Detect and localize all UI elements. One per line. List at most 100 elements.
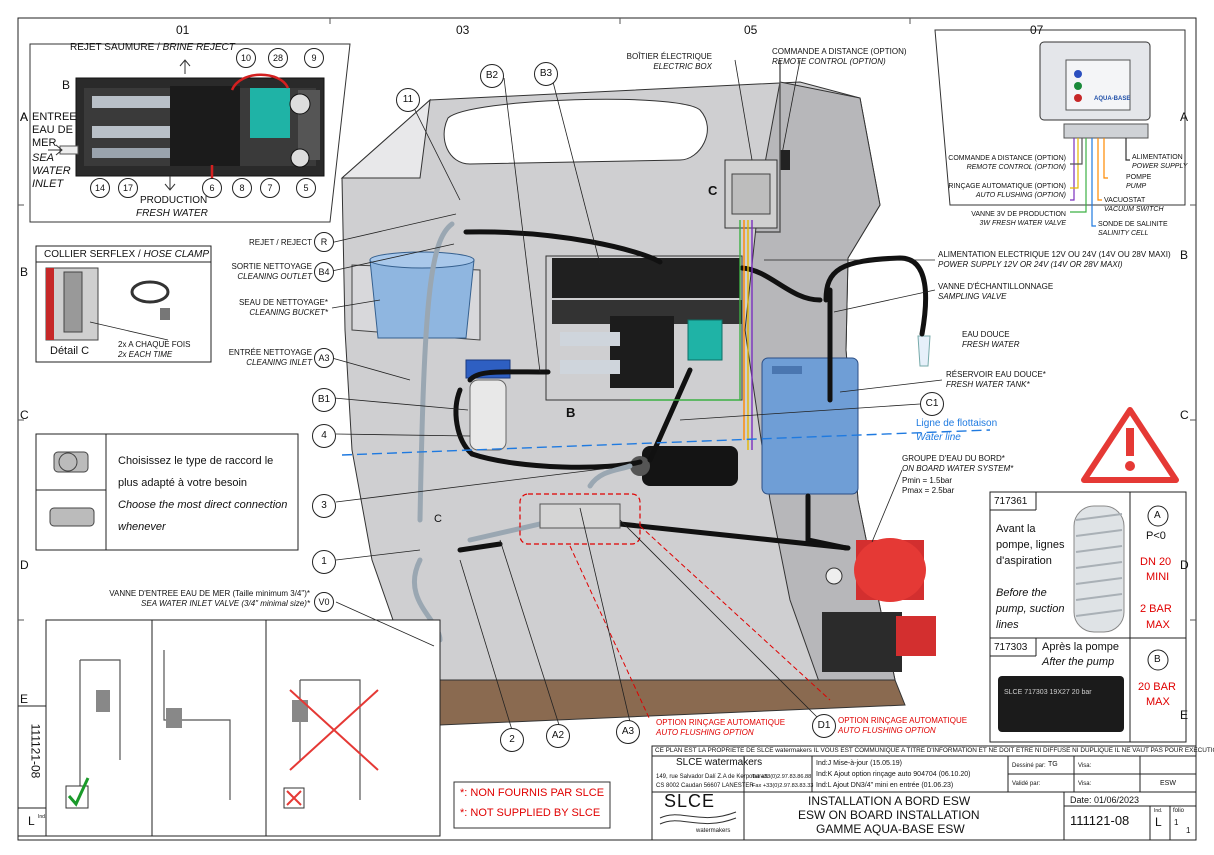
side-drawing-number: 111121-08: [28, 723, 43, 779]
d07-pump-en: PUMP: [1126, 183, 1147, 190]
flush-option-fr-1: OPTION RINÇAGE AUTOMATIQUE: [656, 718, 786, 727]
d07-pump-fr: POMPE: [1126, 174, 1152, 181]
bubble-17: 17: [118, 178, 138, 198]
bar2-line1: 2 BAR: [1140, 603, 1172, 615]
side-ind-label: Ind.: [38, 814, 47, 820]
before-fr2: pompe, lignes: [996, 539, 1065, 551]
circle-a-label: A: [1154, 510, 1161, 521]
d07-power-fr: ALIMENTATION: [1132, 154, 1183, 161]
hose-code-a: 717361: [994, 496, 1028, 507]
bubble-9: 9: [304, 48, 324, 68]
bubble-11: 11: [396, 88, 420, 112]
company-address-2: CS 8002 Caudan 56607 LANESTER: [656, 783, 754, 789]
dn20-line1: DN 20: [1140, 556, 1172, 568]
fresh-tank-fr: RÉSERVOIR EAU DOUCE*: [946, 370, 1046, 379]
bubble-a2: A2: [546, 724, 570, 748]
zone-row-d-left: D: [20, 558, 29, 572]
detail01-watermaker: [59, 73, 325, 190]
bubble-4: 4: [312, 424, 336, 448]
not-supplied-en: *: NOT SUPPLIED BY SLCE: [460, 807, 601, 819]
pressure-max: Pmax = 2.5bar: [902, 486, 955, 495]
inlet-valve-fr: VANNE D'ENTREE EAU DE MER (Taille minimu…: [109, 589, 310, 598]
bubble-v0: V0: [314, 592, 334, 612]
cleaning-outlet-en: CLEANING OUTLET: [237, 272, 312, 281]
ind-label: Ind.: [1154, 808, 1163, 814]
bubble-14: 14: [90, 178, 110, 198]
connection-fr1: Choisissez le type de raccord le: [118, 455, 274, 467]
bubble-8: 8: [232, 178, 252, 198]
slce-logo: SLCE: [664, 791, 716, 811]
folio-total: 1: [1186, 826, 1191, 835]
d07-vacuum-en: VACUUM SWITCH: [1104, 206, 1164, 213]
onboard-water-en: ON BOARD WATER SYSTEM*: [902, 464, 1014, 473]
bubble-5: 5: [296, 178, 316, 198]
zone-row-e-left: E: [20, 692, 29, 706]
bar2-line2: MAX: [1146, 619, 1170, 631]
d07-valve-fr: VANNE 3V DE PRODUCTION: [971, 211, 1066, 218]
clamp-each-fr: 2x A CHAQUE FOIS: [118, 340, 191, 349]
panel-letter-b-mid: B: [566, 405, 576, 420]
sea-inlet-fr2: EAU DE: [32, 124, 73, 136]
sea-inlet-en1: SEA: [32, 152, 55, 164]
revision-l: Ind:L Ajout DN3/4" mini en entrée (01.06…: [816, 782, 954, 789]
zone-row-b-right: B: [1180, 248, 1189, 262]
hose-print: SLCE 717303 19X27 20 bar: [1004, 689, 1092, 696]
sampling-valve-fr: VANNE D'ÉCHANTILLONNAGE: [938, 282, 1054, 291]
before-en1: Before the: [996, 587, 1047, 599]
control-box-brand: AQUA-BASE: [1094, 96, 1131, 102]
zone-row-e-right: E: [1180, 708, 1189, 722]
revision-j: Ind:J Mise-à-jour (15.05.19): [816, 760, 902, 767]
hose-code-b: 717303: [994, 642, 1028, 653]
bubble-b4: B4: [314, 262, 334, 282]
detail01-letter-a: A: [20, 110, 29, 124]
watermaker-unit: [545, 255, 743, 401]
inlet-valve-en: SEA WATER INLET VALVE (3/4" minimal size…: [141, 599, 310, 608]
bubble-6: 6: [202, 178, 222, 198]
power-supply-fr: ALIMENTATION ELECTRIQUE 12V OU 24V (14V …: [938, 250, 1171, 259]
title-line-3: GAMME AQUA-BASE ESW: [816, 822, 965, 836]
company-tel: Tel +33(0)2.97.83.86.88: [752, 774, 812, 780]
flush-option-fr-2: OPTION RINÇAGE AUTOMATIQUE: [838, 716, 968, 725]
visa-2: Visa:: [1078, 781, 1092, 787]
approved-by-label: Validé par:: [1012, 781, 1041, 787]
d07-salinity-en: SALINITY CELL: [1098, 230, 1149, 237]
zone-row-c-left: C: [20, 408, 29, 422]
bubble-b1: B1: [312, 388, 336, 412]
sea-inlet-fr1: ENTREE: [32, 111, 77, 123]
waterline-en: Water line: [916, 432, 961, 443]
bubble-1: 1: [312, 550, 336, 574]
reject-label: REJET / REJECT: [249, 238, 312, 247]
company-fax: Fax +33(0)2.97.83.83.33: [752, 783, 814, 789]
zone-col-01: 01: [176, 23, 190, 37]
connection-fr2: plus adapté à votre besoin: [118, 477, 248, 489]
product-code: ESW: [1160, 780, 1176, 787]
before-en3: lines: [996, 619, 1019, 631]
electric-box-fr: BOÎTIER ÉLECTRIQUE: [626, 52, 712, 61]
ind-value: L: [1155, 815, 1162, 829]
bubble-3: 3: [312, 494, 336, 518]
title-line-1: INSTALLATION A BORD ESW: [808, 794, 971, 808]
connection-en2: whenever: [118, 521, 166, 533]
bar20-line2: MAX: [1146, 696, 1170, 708]
dn20-line2: MINI: [1146, 571, 1170, 583]
fresh-tank-en: FRESH WATER TANK*: [946, 380, 1030, 389]
not-supplied-fr: *: NON FOURNIS PAR SLCE: [460, 787, 605, 799]
company-name: SLCE watermakers: [676, 757, 763, 768]
bubble-7: 7: [260, 178, 280, 198]
zone-row-a-right: A: [1180, 110, 1189, 124]
sea-inlet-en3: INLET: [32, 178, 64, 190]
zone-col-03: 03: [456, 23, 470, 37]
after-fr: Après la pompe: [1042, 641, 1120, 653]
d07-salinity-fr: SONDE DE SALINITE: [1098, 221, 1168, 228]
slce-logo-sub: watermakers: [696, 828, 731, 834]
bubble-28: 28: [268, 48, 288, 68]
property-notice: CE PLAN EST LA PROPRIETE DE SLCE waterma…: [655, 747, 1214, 754]
bubble-a3-bottom: A3: [616, 720, 640, 744]
electric-box-en: ELECTRIC BOX: [653, 62, 712, 71]
clamp-each-en: 2x EACH TIME: [118, 350, 173, 359]
flush-option-en-1: AUTO FLUSHING OPTION: [656, 728, 754, 737]
title-line-2: ESW ON BOARD INSTALLATION: [798, 808, 980, 822]
zone-row-b-left: B: [20, 265, 29, 279]
zone-col-05: 05: [744, 23, 758, 37]
company-address-1: 149, rue Salvador Dalí Z.A de Kerpouaran: [656, 774, 768, 780]
